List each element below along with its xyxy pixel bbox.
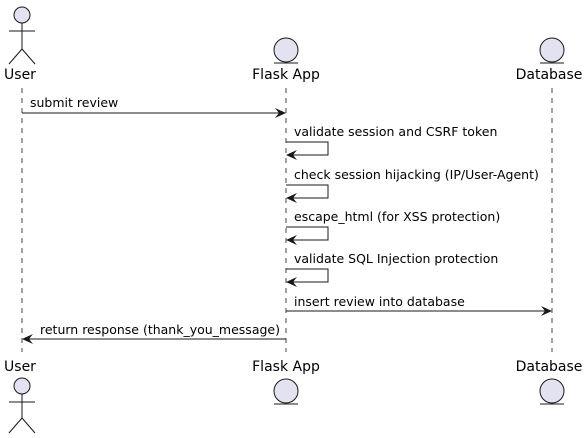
message-label: insert review into database [294,294,465,309]
participant-flask-app-bottom: Flask App [252,359,320,405]
arrowhead-icon [286,150,297,160]
message-escape-html: escape_html (for XSS protection) [286,209,500,245]
participant-flask-app-top: Flask App [252,37,320,83]
participant-label-database-top: Database [516,67,583,83]
message-return-response: return response (thank_you_message) [22,322,286,344]
lifelines [21,88,553,352]
entity-icon [539,378,565,405]
arrowhead-icon [275,108,286,118]
actor-icon [8,377,36,434]
message-label: return response (thank_you_message) [40,322,280,337]
message-label: validate SQL Injection protection [294,251,498,266]
participant-label-flask-app-top: Flask App [252,67,320,83]
message-insert-review: insert review into database [286,294,552,316]
arrowhead-icon [286,277,297,287]
participant-user-top: User [4,6,36,83]
message-label: check session hijacking (IP/User-Agent) [294,167,539,182]
participant-label-flask-app-bottom: Flask App [252,359,320,375]
arrowhead-icon [286,193,297,203]
participant-label-user-bottom: User [4,359,36,375]
message-validate-session: validate session and CSRF token [286,124,497,160]
message-submit-review: submit review [22,95,286,118]
message-label: escape_html (for XSS protection) [294,209,500,224]
message-validate-sql: validate SQL Injection protection [286,251,498,287]
entity-icon [539,37,565,64]
message-label: validate session and CSRF token [294,124,497,139]
participant-label-user-top: User [4,67,36,83]
entity-icon [273,37,299,64]
participant-user-bottom: User [4,359,36,434]
actor-icon [8,6,36,65]
participant-database-top: Database [516,37,583,83]
message-label: submit review [30,95,118,110]
arrowhead-icon [286,235,297,245]
entity-icon [273,378,299,405]
arrowhead-icon [22,334,33,344]
message-check-hijacking: check session hijacking (IP/User-Agent) [286,167,539,203]
participant-database-bottom: Database [516,359,583,405]
participant-label-database-bottom: Database [516,359,583,375]
arrowhead-icon [541,306,552,316]
